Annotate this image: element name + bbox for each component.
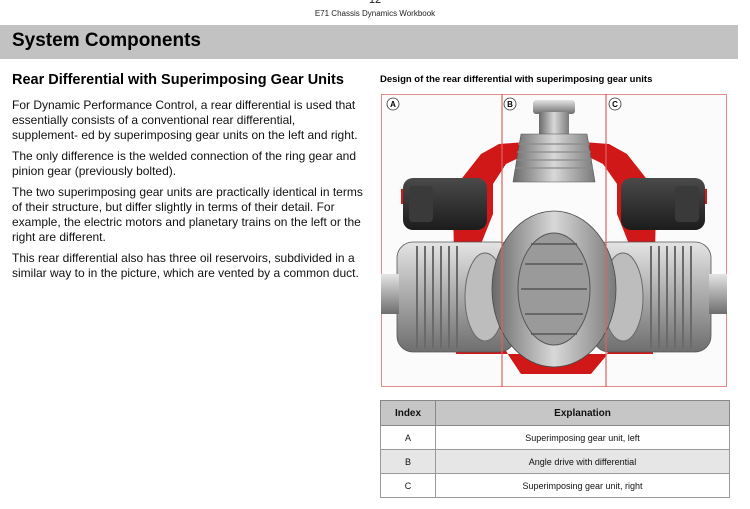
index-cell: B bbox=[380, 449, 436, 474]
section-header-bar: System Components bbox=[0, 25, 738, 59]
running-header: E71 Chassis Dynamics Workbook bbox=[314, 9, 436, 18]
zone-label-b: B bbox=[503, 97, 517, 111]
index-cell: C bbox=[380, 473, 436, 498]
section-title: System Components bbox=[12, 30, 201, 51]
table-row: A Superimposing gear unit, left bbox=[380, 425, 730, 450]
paragraph: This rear differential also has three oi… bbox=[12, 251, 359, 280]
svg-text:C: C bbox=[612, 100, 618, 109]
zone-label-c: C bbox=[608, 97, 622, 111]
svg-text:A: A bbox=[390, 100, 396, 109]
legend-table: Index Explanation A Superimposing gear u… bbox=[380, 400, 730, 498]
paragraph: For Dynamic Performance Control, a rear … bbox=[12, 98, 358, 142]
paragraph: The two superimposing gear units are pra… bbox=[12, 185, 363, 244]
page-number: 12 bbox=[368, 0, 382, 6]
table-row: C Superimposing gear unit, right bbox=[380, 473, 730, 498]
svg-text:B: B bbox=[507, 100, 513, 109]
article-heading: Rear Differential with Superimposing Gea… bbox=[12, 72, 344, 88]
article-body: For Dynamic Performance Control, a rear … bbox=[12, 98, 364, 287]
explanation-column-header: Explanation bbox=[435, 400, 730, 426]
zone-label-a: A bbox=[386, 97, 400, 111]
differential-illustration: A B C bbox=[381, 94, 727, 387]
index-cell: A bbox=[380, 425, 436, 450]
paragraph: The only difference is the welded connec… bbox=[12, 149, 357, 178]
explanation-cell: Superimposing gear unit, right bbox=[435, 473, 730, 498]
legend-header-row: Index Explanation bbox=[380, 400, 730, 426]
index-column-header: Index bbox=[380, 400, 436, 426]
explanation-cell: Superimposing gear unit, left bbox=[435, 425, 730, 450]
table-row: B Angle drive with differential bbox=[380, 449, 730, 474]
explanation-cell: Angle drive with differential bbox=[435, 449, 730, 474]
figure-caption: Design of the rear differential with sup… bbox=[380, 74, 653, 85]
